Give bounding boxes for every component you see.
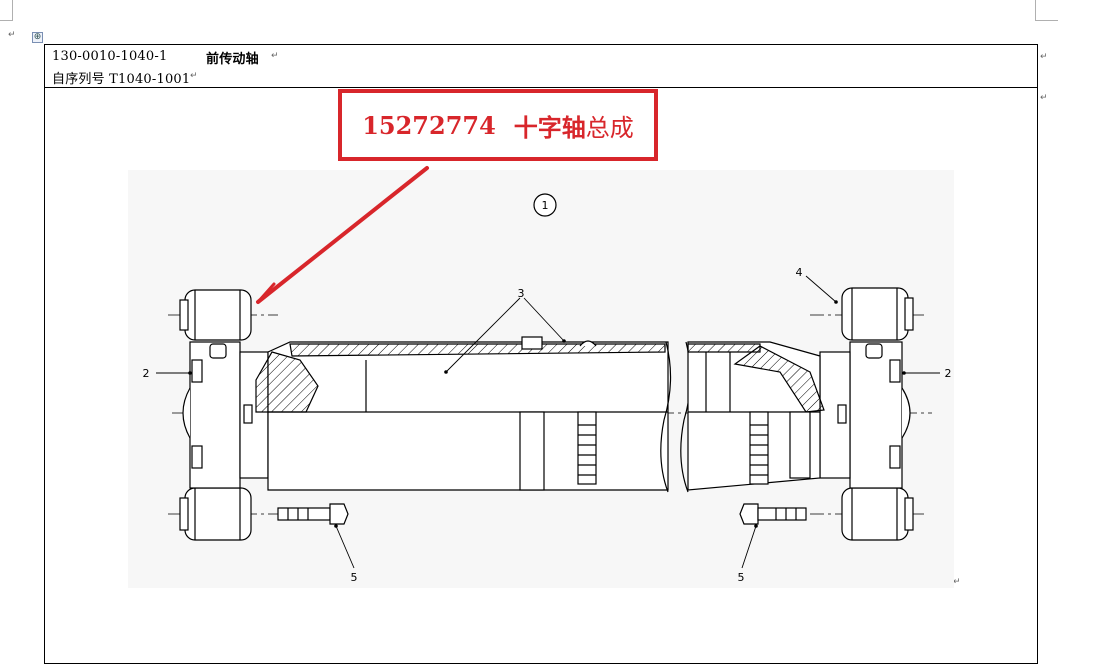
item-label-3: 3 xyxy=(518,287,525,300)
paragraph-mark: ↵ xyxy=(271,51,279,61)
left-top-bearing-cap xyxy=(179,289,252,341)
part-number: 130-0010-1040-1 xyxy=(52,49,168,64)
serial-label: 自序列号 T1040-1001 xyxy=(52,72,191,87)
shaft-right-section xyxy=(687,341,825,491)
item-label-5-right: 5 xyxy=(738,571,745,584)
view-number-circle xyxy=(533,193,557,217)
page-corner-mark-left xyxy=(0,0,13,21)
callout-arrow xyxy=(256,166,429,304)
callout-part-number: 15272774 xyxy=(362,110,496,140)
paragraph-mark: ↵ xyxy=(953,577,961,587)
left-yoke xyxy=(182,341,269,489)
right-yoke xyxy=(819,341,911,489)
left-bottom-bearing-cap xyxy=(179,487,252,541)
callout-box: 15272774 十字轴 总成 xyxy=(338,89,658,161)
shaft-left-section xyxy=(255,336,669,491)
item-label-5-left: 5 xyxy=(351,571,358,584)
right-bolt xyxy=(739,503,807,525)
part-name: 前传动轴 xyxy=(206,52,259,67)
paragraph-mark: ↵ xyxy=(1040,93,1048,103)
item-label-2-left: 2 xyxy=(143,367,150,380)
page-corner-mark-right xyxy=(1035,0,1058,21)
item-label-4: 4 xyxy=(796,266,803,279)
callout-name-bold: 十字轴 xyxy=(513,112,586,142)
paragraph-mark: ↵ xyxy=(1040,52,1048,62)
left-bolt xyxy=(277,503,349,525)
table-row-divider xyxy=(44,87,1038,88)
item-label-2-right: 2 xyxy=(945,367,952,380)
callout-name-rest: 总成 xyxy=(585,113,634,142)
right-top-bearing-cap xyxy=(841,287,914,341)
paragraph-mark: ↵ xyxy=(190,71,198,81)
right-bottom-bearing-cap xyxy=(841,487,914,541)
view-number-label: 1 xyxy=(542,199,549,212)
table-move-handle-icon[interactable]: ⊕ xyxy=(32,32,43,43)
paragraph-mark: ↵ xyxy=(8,30,16,40)
